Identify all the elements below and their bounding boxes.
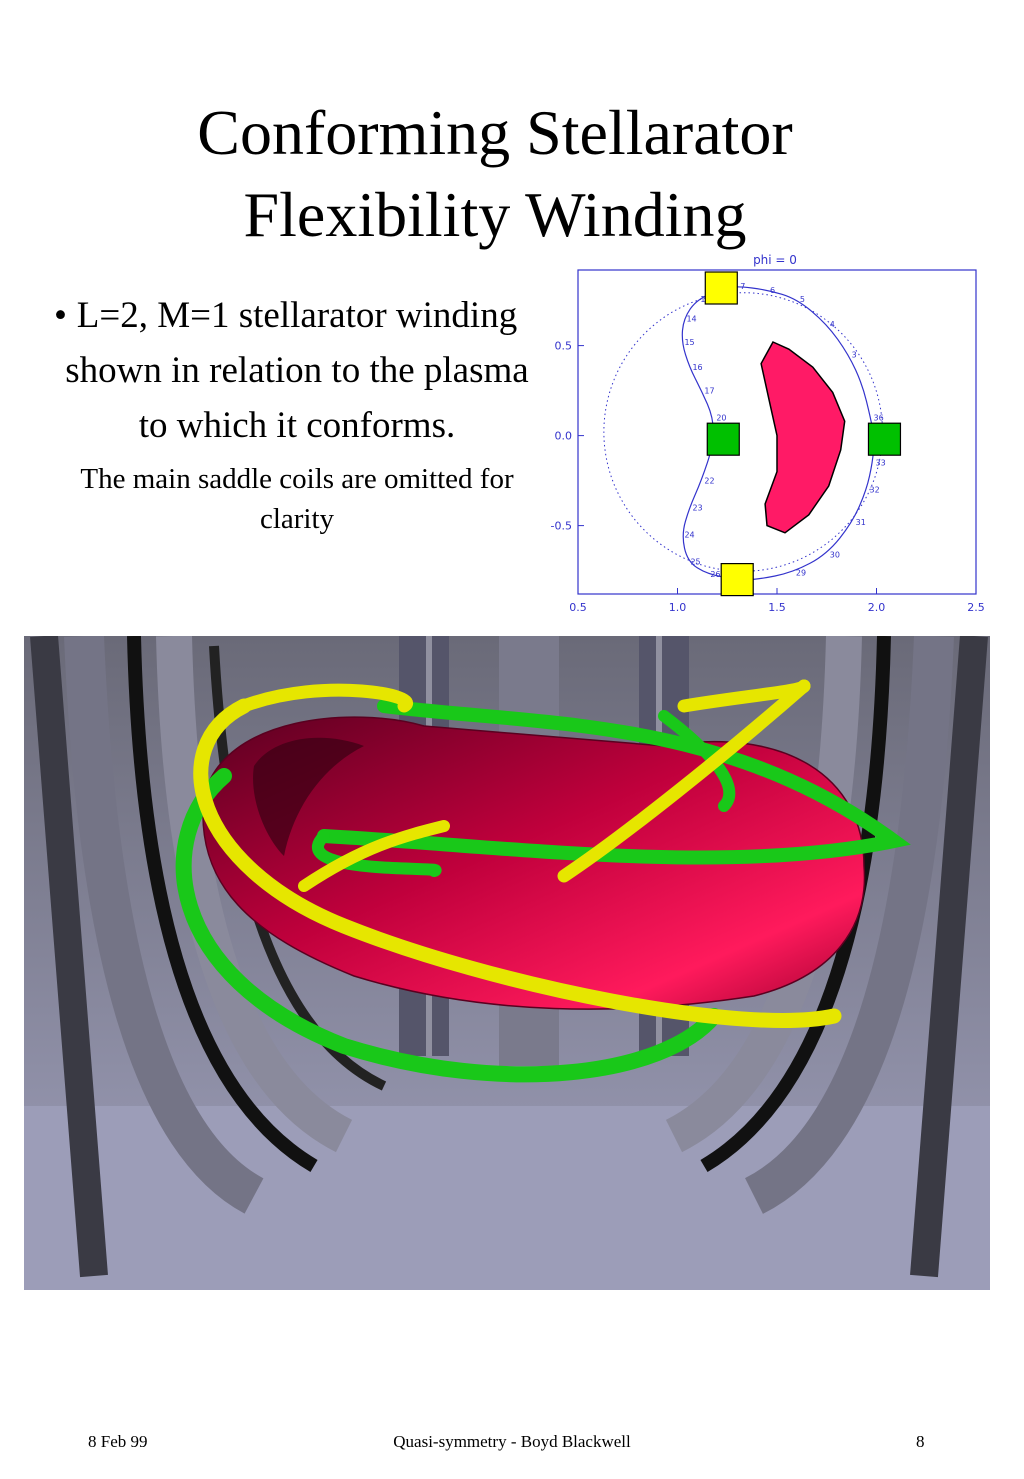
plasma-cross-section [760,341,846,534]
winding-point-label: 33 [876,459,886,468]
winding-point-label: 17 [704,387,714,396]
3d-winding-render [24,636,990,1290]
bullet-text: L=2, M=1 stellarator winding shown in re… [65,295,529,446]
winding-point-label: 29 [796,568,806,577]
y-tick-label: -0.5 [551,520,572,533]
title-line-2: Flexibility Winding [243,179,747,250]
winding-point-label: 3 [852,351,857,360]
winding-point-label: 14 [686,315,696,324]
slide-title: Conforming Stellarator Flexibility Windi… [0,92,990,256]
bullet-block: • L=2, M=1 stellarator winding shown in … [54,288,532,539]
winding-point-label: 23 [692,504,702,513]
winding-point-label: 26 [710,570,720,579]
note-text: The main saddle coils are omitted for cl… [80,463,514,535]
winding-point-label: 30 [830,550,840,559]
y-tick-label: 0.0 [555,430,573,443]
title-line-1: Conforming Stellarator [197,97,793,168]
winding-path [681,286,875,581]
coil-marker [720,563,754,597]
cross-section-plot: phi = 0 0.51.01.52.02.50.50.0-0.5 876543… [551,253,985,614]
y-tick-label: 0.5 [555,340,573,353]
coil-markers [704,271,902,597]
plot-title: phi = 0 [753,253,797,267]
coil-marker [867,422,902,456]
winding-point-label: 24 [684,531,694,540]
winding-point-label: 22 [704,477,714,486]
x-tick-label: 1.0 [669,601,687,614]
bullet-dot: • [54,295,67,336]
footer-page-number: 8 [916,1432,925,1451]
x-tick-label: 1.5 [768,601,786,614]
winding-point-label: 7 [740,282,745,291]
x-tick-label: 2.5 [967,601,985,614]
winding-point-label: 4 [830,320,835,329]
winding-point-label: 6 [770,286,775,295]
winding-point-label: 25 [690,558,700,567]
coil-marker [704,271,738,305]
axis-ticks: 0.5 1.0 1.5 2.0 2.5 0.5 0.0 -0.5 [551,340,985,614]
winding-point-label: 32 [870,486,880,495]
footer-date: 8 Feb 99 [88,1432,148,1451]
winding-point-label: 16 [692,363,702,372]
x-tick-label: 0.5 [569,601,587,614]
bullet-item: • L=2, M=1 stellarator winding shown in … [54,288,532,453]
winding-point-label: 15 [684,338,694,347]
x-tick-label: 2.0 [868,601,886,614]
winding-point-label: 5 [800,295,805,304]
plasma-inner-shadow [253,737,364,856]
yellow-winding [193,679,842,1028]
winding-point-label: 36 [874,414,884,423]
winding-point-label: 31 [856,518,866,527]
winding-point-label: 20 [716,414,726,423]
footer-title: Quasi-symmetry - Boyd Blackwell [393,1432,631,1451]
coil-marker [706,422,740,456]
